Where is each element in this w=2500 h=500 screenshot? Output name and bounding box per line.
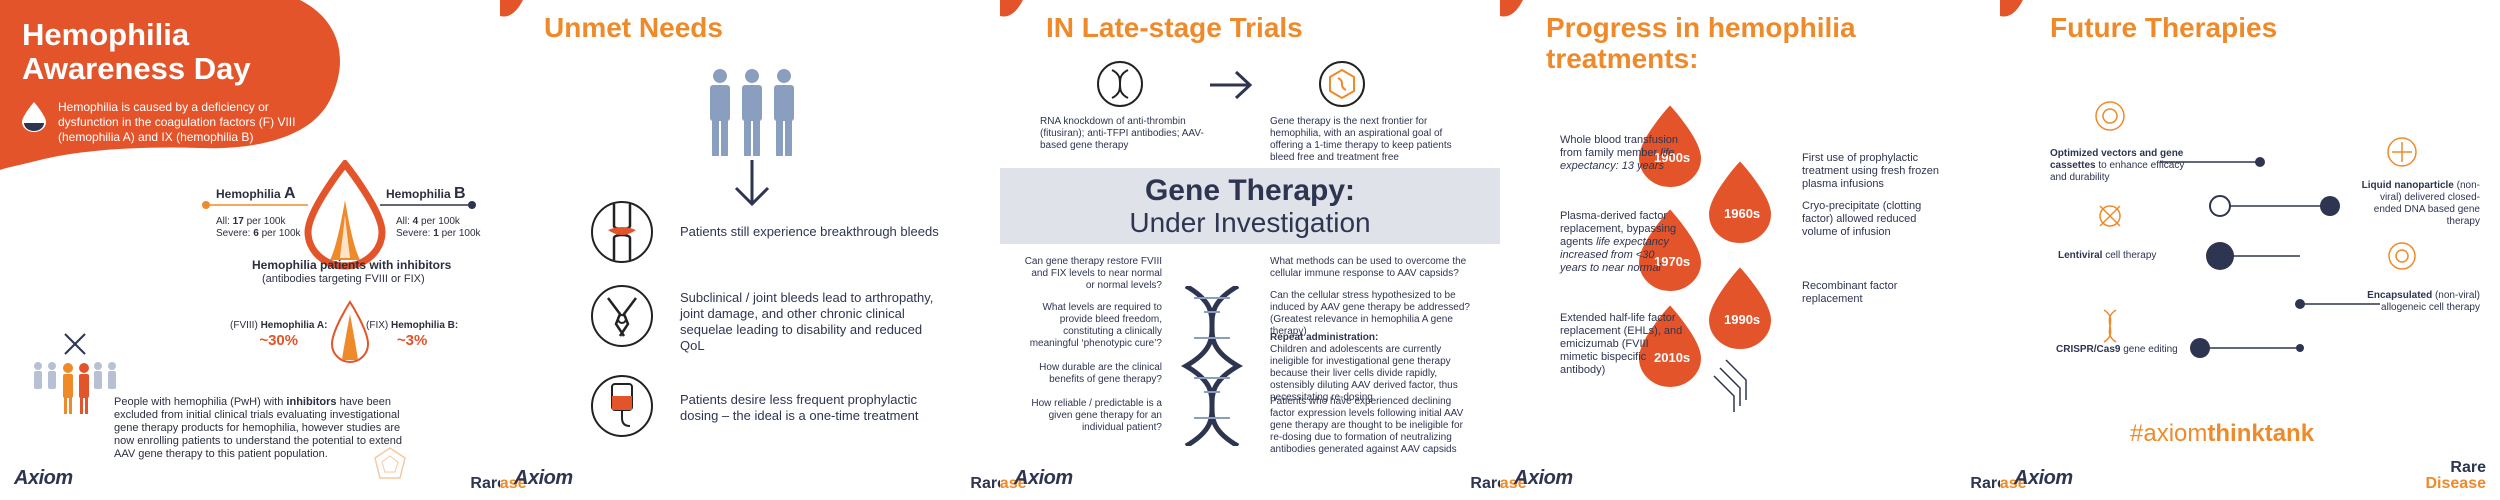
- rna-knockdown-caption: RNA knockdown of anti-thrombin (fitusira…: [1040, 116, 1204, 151]
- repeat-administration-para-2: Patients who have experienced declining …: [1270, 396, 1464, 455]
- fviii-inhibitor-stat: (FVIII) Hemophilia A: ~30%: [230, 320, 328, 349]
- arrow-right-icon: [1210, 70, 1253, 100]
- dna-circle-icon: [1097, 61, 1143, 107]
- rare-disease-logo: Rare Disease: [2425, 459, 2487, 492]
- hemophilia-a-title: Hemophilia A: [216, 185, 296, 202]
- intro-text: Hemophilia is caused by a deficiency or …: [58, 100, 296, 144]
- milestone-right-3: Recombinant factor replacement: [1802, 280, 1898, 305]
- question-left-1: Can gene therapy restore FVIII and FIX l…: [1024, 256, 1162, 291]
- progress-title: Progress in hemophilia treatments:: [1546, 12, 1856, 74]
- future-therapy-crispr: CRISPR/Cas9 gene editing: [2056, 344, 2178, 355]
- timeline-line-a: [202, 201, 308, 209]
- gene-therapy-banner: Gene Therapy: Under Investigation: [1000, 168, 1500, 244]
- future-therapies-connector-graphic: [2095, 101, 2417, 358]
- iv-infusion-icon: [591, 375, 653, 437]
- future-therapies-title: Future Therapies: [2050, 12, 2278, 43]
- rare-disease-logo-left: Disease: [1500, 475, 1527, 492]
- future-therapy-optimized-vectors: Optimized vectors and gene cassettes to …: [2050, 148, 2185, 183]
- question-left-2: What levels are required to provide blee…: [1029, 302, 1162, 349]
- orange-splash-decoration: [1000, 0, 1023, 17]
- orange-splash-decoration: [1500, 0, 1523, 17]
- hashtag: #axiomthinktank: [2130, 420, 2315, 447]
- decade-1900s: 1900s: [1654, 150, 1691, 165]
- rare-disease-logo-left: Disease: [500, 475, 527, 492]
- unmet-need-item-1: Patients still experience breakthrough b…: [680, 224, 939, 239]
- blood-drop-illustration: [304, 160, 386, 270]
- panel-late-stage-trials: Disease IN Late-stage Trials RNA knockdo…: [1000, 0, 1500, 500]
- question-left-3: How durable are the clinical benefits of…: [1039, 362, 1162, 385]
- gene-therapy-circle-icon: [1319, 61, 1365, 107]
- axiom-logo: Axiom: [1514, 467, 1573, 489]
- rare-disease-logo: Rare: [470, 475, 500, 492]
- axiom-logo: Axiom: [14, 467, 73, 489]
- dna-helix-illustration: [1181, 286, 1243, 446]
- fix-inhibitor-stat: (FIX) Hemophilia B: ~3%: [366, 320, 459, 349]
- page-title: Hemophilia Awareness Day: [22, 17, 251, 86]
- milestone-left-3: Extended half-life factor replacement (E…: [1560, 312, 1683, 376]
- rare-disease-logo-left: Disease: [1000, 475, 1027, 492]
- knee-joint-icon: [591, 201, 653, 263]
- axiom-logo: Axiom: [514, 467, 573, 489]
- panel-unmet-needs: Disease Unmet Needs Patients still exper…: [500, 0, 1000, 500]
- gene-therapy-frontier-caption: Gene therapy is the next frontier for he…: [1270, 116, 1452, 163]
- future-therapy-liquid-nanoparticle: Liquid nanoparticle (non-viral) delivere…: [2361, 180, 2480, 227]
- axiom-logo: Axiom: [1014, 467, 1073, 489]
- orange-splash-decoration: [500, 0, 523, 17]
- arrow-down-icon: [734, 160, 770, 207]
- decade-1970s: 1970s: [1654, 254, 1691, 269]
- milestone-right-1: First use of prophylactic treatment usin…: [1802, 152, 1939, 190]
- excluded-patients-icon: [34, 333, 116, 414]
- inhibitor-comparison-drop: [330, 300, 370, 363]
- panel-future-therapies: Disease Future Therapies Optimized vecto…: [2000, 0, 2500, 500]
- unmet-need-item-3: Patients desire less frequent prophylact…: [680, 392, 919, 423]
- repeat-administration-title: Repeat administration:: [1270, 332, 1379, 343]
- unmet-need-item-2: Subclinical / joint bleeds lead to arthr…: [680, 290, 934, 353]
- inhibitors-subtitle: (antibodies targeting FVIII or FIX): [262, 273, 425, 285]
- inhibitors-title: Hemophilia patients with inhibitors: [252, 258, 452, 272]
- blood-drop-icon: [22, 102, 46, 132]
- decade-1960s: 1960s: [1724, 206, 1761, 221]
- decade-2010s: 2010s: [1654, 350, 1691, 365]
- joint-damage-icon: [591, 285, 653, 347]
- panel-hemophilia-awareness: Hemophilia Awareness Day Hemophilia is c…: [0, 0, 500, 500]
- rare-disease-logo-left: Disease: [2000, 475, 2027, 492]
- unmet-needs-title: Unmet Needs: [544, 12, 723, 43]
- timeline-drops-illustration: [1636, 102, 1774, 412]
- pwh-inhibitor-text: People with hemophilia (PwH) with inhibi…: [114, 396, 403, 460]
- decorative-dodecahedron-icon: [374, 447, 406, 479]
- repeat-administration-para-1: Children and adolescents are currently i…: [1270, 344, 1458, 403]
- hemophilia-b-stats: All: 4 per 100k Severe: 1 per 100k: [396, 216, 481, 239]
- patient-group-icon: [710, 69, 794, 156]
- future-therapy-encapsulated: Encapsulated (non-viral) allogeneic cell…: [2367, 290, 2480, 313]
- axiom-logo: Axiom: [2014, 467, 2073, 489]
- rare-disease-logo: Rare: [1970, 475, 2000, 492]
- question-right-2: Can the cellular stress hypothesized to …: [1270, 290, 1470, 337]
- rare-disease-logo: Rare: [970, 475, 1000, 492]
- future-therapy-lentiviral: Lentiviral cell therapy: [2058, 250, 2157, 261]
- panel-progress-treatments: Disease Progress in hemophilia treatment…: [1500, 0, 2000, 500]
- rare-disease-logo: Rare: [1470, 475, 1500, 492]
- milestone-left-2: Plasma-derived factor replacement, bypas…: [1560, 210, 1677, 274]
- orange-splash-decoration: [2000, 0, 2023, 17]
- milestone-right-2: Cryo-precipitate (clotting factor) allow…: [1802, 200, 1922, 238]
- timeline-line-b: [380, 201, 476, 209]
- hemophilia-a-stats: All: 17 per 100k Severe: 6 per 100k: [216, 216, 301, 239]
- decade-1990s: 1990s: [1724, 312, 1761, 327]
- question-right-1: What methods can be used to overcome the…: [1270, 256, 1467, 279]
- question-left-4: How reliable / predictable is a given ge…: [1031, 398, 1162, 433]
- milestone-left-1: Whole blood transfusion from family memb…: [1560, 134, 1679, 172]
- late-stage-trials-title: IN Late-stage Trials: [1046, 12, 1303, 43]
- orange-header-blob: [0, 0, 340, 170]
- hemophilia-b-title: Hemophilia B: [386, 185, 466, 202]
